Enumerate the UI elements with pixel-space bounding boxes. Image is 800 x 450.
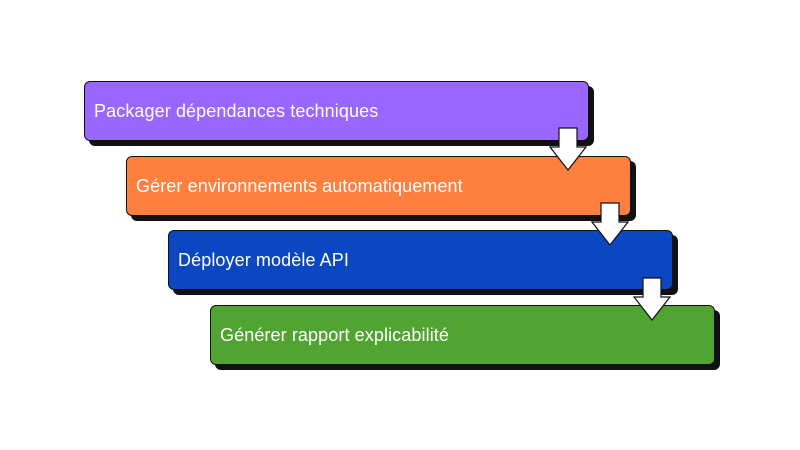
step-label: Générer rapport explicabilité — [220, 324, 450, 345]
step-label: Déployer modèle API — [178, 249, 349, 270]
step-label: Packager dépendances techniques — [94, 100, 379, 121]
step-generer-rapport: Générer rapport explicabilité — [210, 305, 715, 365]
step-deployer-modele: Déployer modèle API — [168, 230, 673, 290]
step-label: Gérer environnements automatiquement — [136, 175, 463, 196]
step-packager-dependances: Packager dépendances techniques — [84, 81, 589, 141]
down-arrow-icon — [633, 277, 671, 321]
down-arrow-icon — [591, 202, 629, 246]
down-arrow-icon — [549, 127, 587, 171]
step-gerer-environnements: Gérer environnements automatiquement — [126, 156, 631, 216]
